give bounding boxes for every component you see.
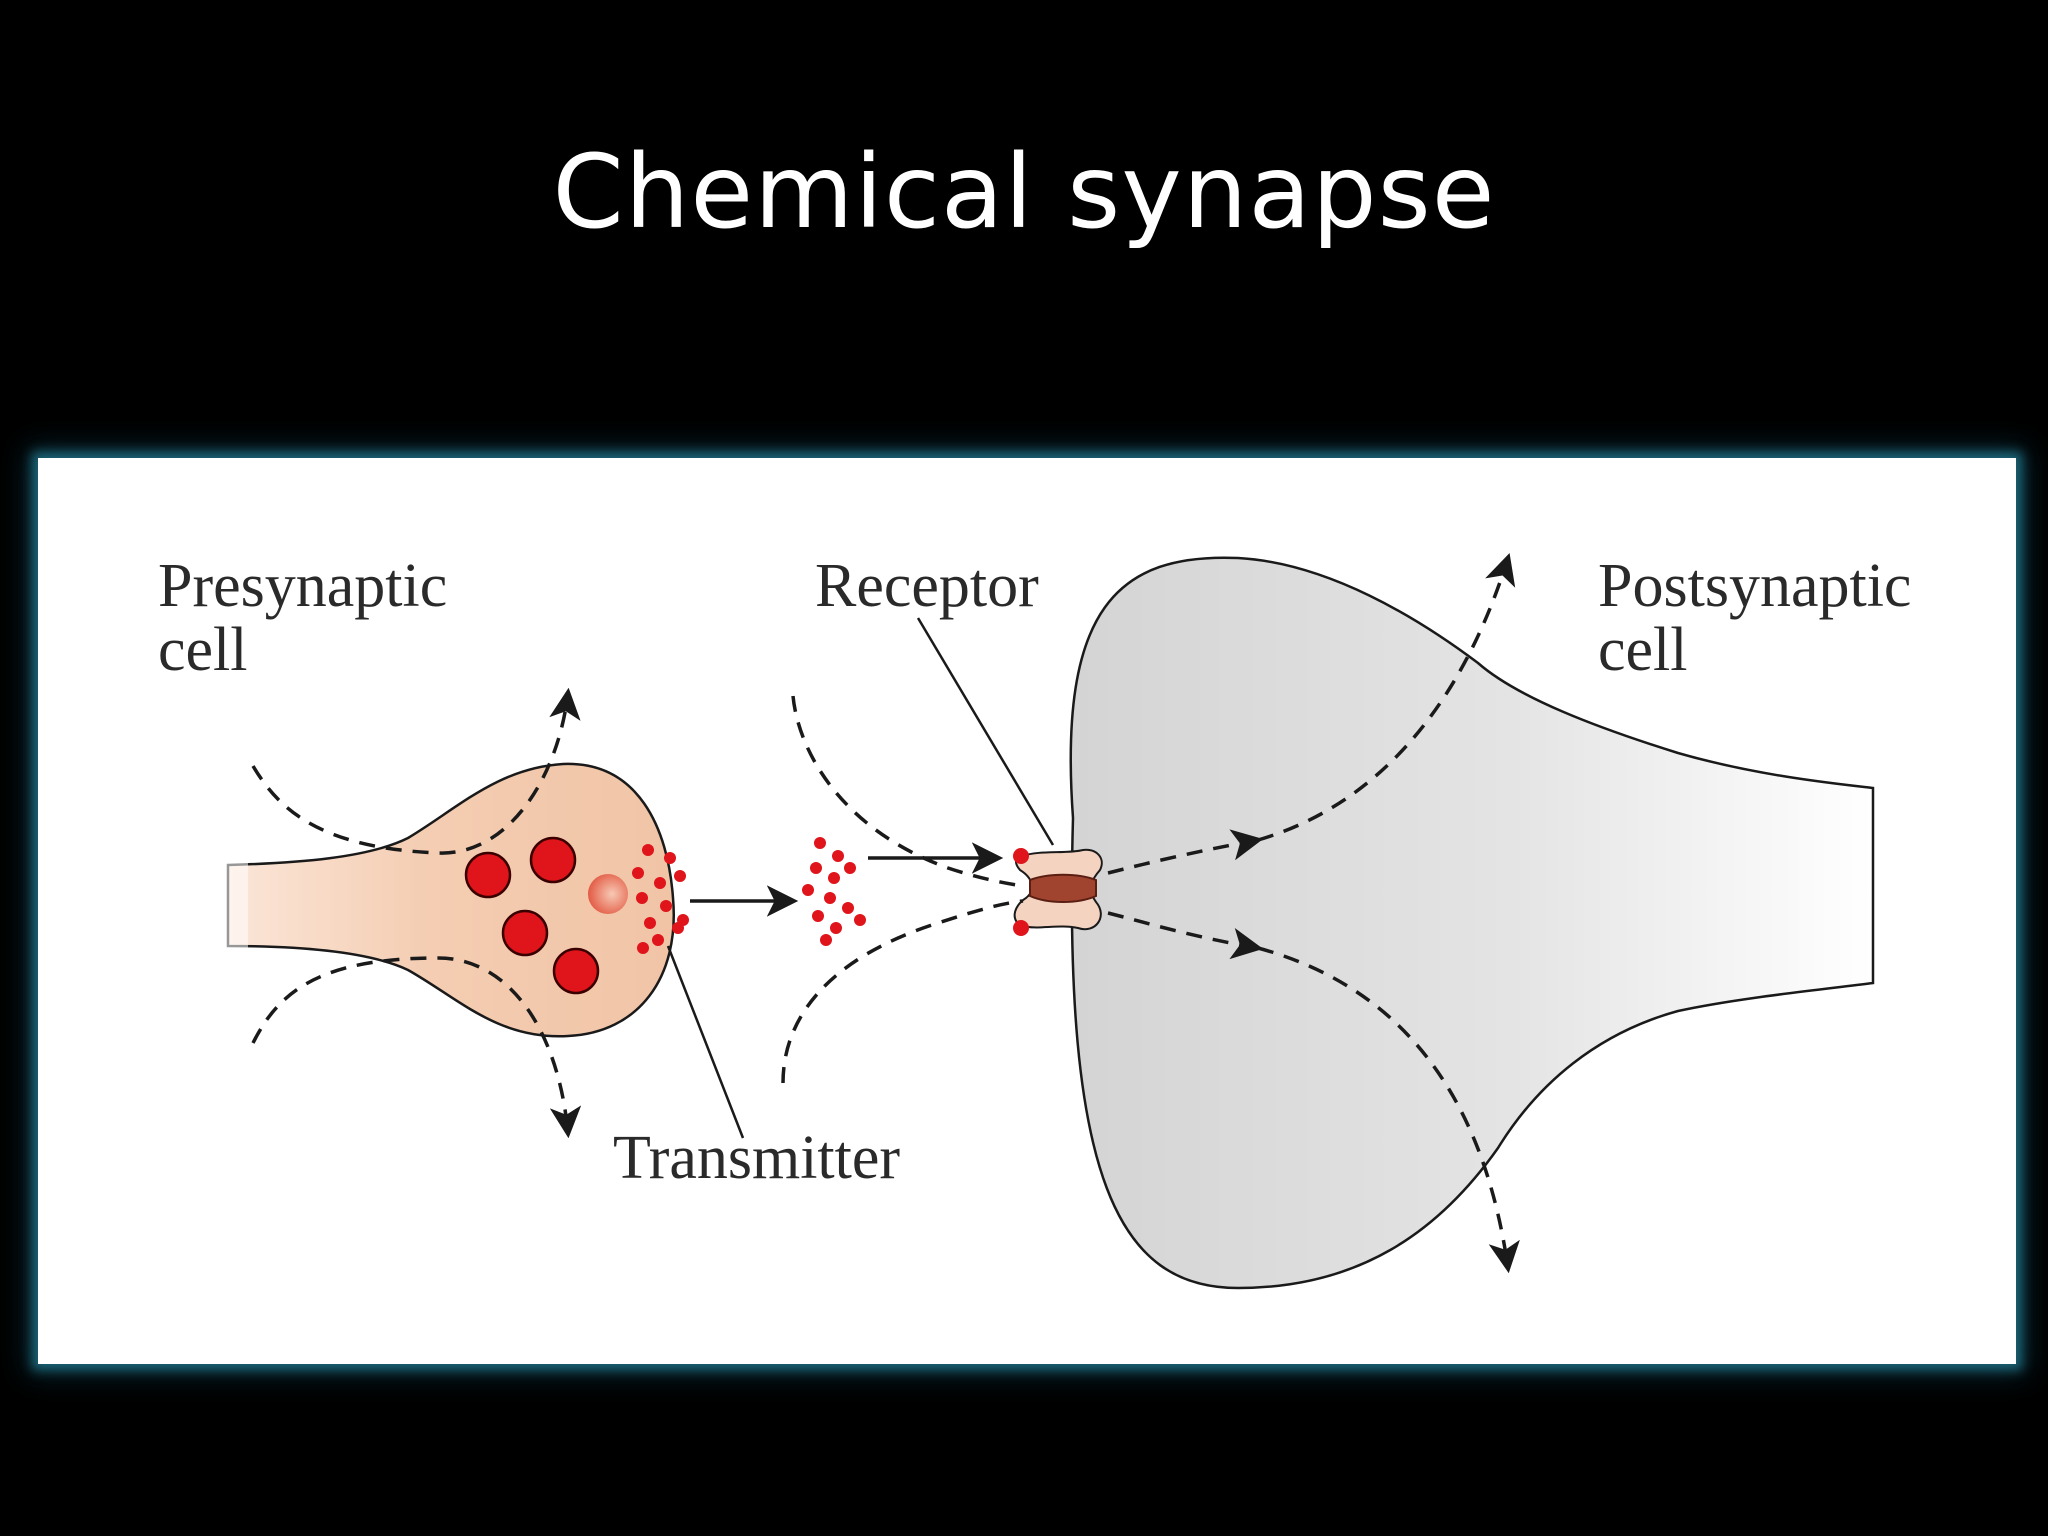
vesicle bbox=[552, 947, 600, 995]
label-postsynaptic-line2: cell bbox=[1598, 616, 1688, 684]
postsynaptic-current-lines bbox=[781, 552, 1520, 1274]
vesicle bbox=[501, 909, 549, 957]
transmitter-cleft-dots bbox=[802, 837, 866, 946]
label-presynaptic-line1: Presynaptic bbox=[158, 552, 447, 620]
label-presynaptic-line2: cell bbox=[158, 616, 248, 684]
presynaptic-current-lines bbox=[251, 687, 582, 1139]
label-postsynaptic-line1: Postsynaptic bbox=[1598, 552, 1911, 620]
vesicle bbox=[464, 851, 512, 899]
fusing-vesicle bbox=[588, 874, 628, 914]
postsynaptic-cell bbox=[1069, 556, 1875, 1290]
receptor-channel bbox=[1013, 848, 1103, 936]
slide-title: Chemical synapse bbox=[552, 133, 1496, 252]
label-receptor: Receptor bbox=[815, 552, 1039, 620]
synaptic-vesicles bbox=[464, 836, 600, 995]
transmitter-leader-line bbox=[666, 945, 745, 1139]
transmitter-release-dots bbox=[632, 844, 689, 954]
label-transmitter: Transmitter bbox=[613, 1124, 900, 1192]
receptor-leader-line bbox=[916, 617, 1055, 846]
synapse-figure: Presynaptic cell Receptor Postsynaptic c… bbox=[38, 458, 2016, 1364]
synapse-diagram: Presynaptic cell Receptor Postsynaptic c… bbox=[158, 552, 1911, 1290]
vesicle bbox=[529, 836, 577, 884]
